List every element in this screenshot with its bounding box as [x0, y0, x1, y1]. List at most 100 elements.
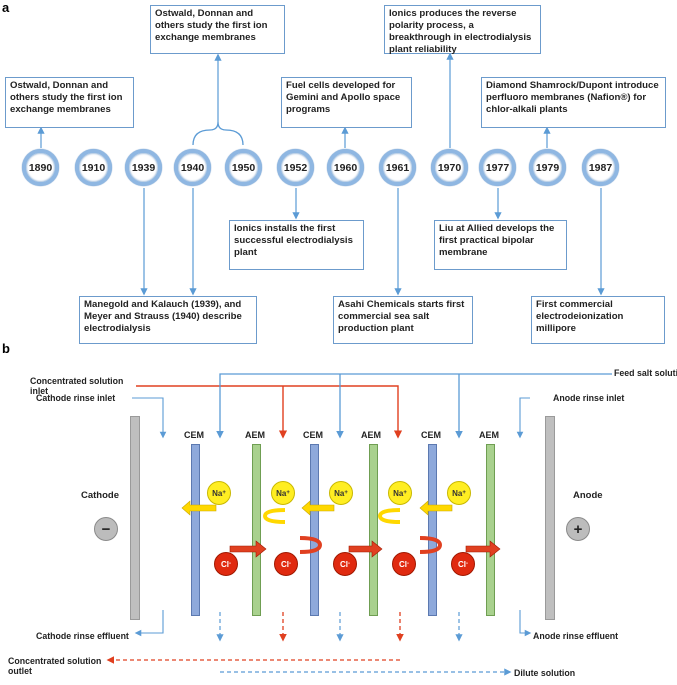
concentrated-outlet-label: Concentrated solution outlet [8, 656, 102, 676]
cathode-label: Cathode [81, 490, 119, 501]
cl-ion-4: Cl- [392, 552, 416, 576]
membrane-label-1: CEM [184, 430, 204, 440]
na-ion-2-charge: + [286, 490, 290, 496]
membrane-aem-1 [252, 444, 261, 616]
na-ion-5: Na+ [447, 481, 471, 505]
na-ion-1: Na+ [207, 481, 231, 505]
anode-rinse-effluent-line [519, 610, 532, 637]
membrane-label-3: CEM [303, 430, 323, 440]
event-1890-box: Ostwald, Donnan and others study the fir… [5, 77, 134, 128]
cl-curved-arrow-2 [419, 536, 443, 554]
membrane-label-4: AEM [361, 430, 381, 440]
na-ion-1-charge: + [222, 490, 226, 496]
year-circle-1970: 1970 [431, 149, 468, 186]
cl-ion-2: Cl- [274, 552, 298, 576]
cathode-rinse-inlet-line [132, 397, 167, 439]
cathode-rinse-effluent-line [134, 610, 164, 637]
event-1970-text: Ionics produces the reverse polarity pro… [389, 8, 532, 55]
cl-ion-4-charge: - [407, 561, 409, 567]
cl-ion-1: Cl- [214, 552, 238, 576]
year-circle-1961: 1961 [379, 149, 416, 186]
event-1952-text: Ionics installs the first successful ele… [234, 223, 353, 258]
dilute-solution-label: Dilute solution [514, 668, 576, 678]
na-arrow-2 [301, 500, 335, 516]
year-circle-1979: 1979 [529, 149, 566, 186]
na-ion-3: Na+ [329, 481, 353, 505]
cathode-rinse-effluent-label: Cathode rinse effluent [36, 631, 129, 641]
anode-rinse-effluent-label: Anode rinse effluent [533, 631, 619, 641]
na-ion-1-text: Na [212, 488, 223, 498]
membrane-aem-2 [369, 444, 378, 616]
year-circle-1960: 1960 [327, 149, 364, 186]
event-1970-box: Ionics produces the reverse polarity pro… [384, 5, 541, 55]
na-ion-4-charge: + [403, 490, 407, 496]
cl-ion-2-text: Cl [281, 559, 289, 569]
event-1977-box: Liu at Allied develops the first practic… [434, 220, 567, 270]
cl-ion-3-text: Cl [340, 559, 348, 569]
na-ion-2: Na+ [271, 481, 295, 505]
event-1960-text: Fuel cells developed for Gemini and Apol… [286, 80, 401, 115]
cl-ion-2-charge: - [289, 561, 291, 567]
event-1979-text: Diamond Shamrock/Dupont introduce perflu… [486, 80, 659, 115]
year-circle-1977: 1977 [479, 149, 516, 186]
panel-a-label: a [2, 0, 10, 15]
event-1890-text: Ostwald, Donnan and others study the fir… [10, 80, 123, 115]
cl-ion-1-charge: - [229, 561, 231, 567]
membrane-aem-3 [486, 444, 495, 616]
event-1952-box: Ionics installs the first successful ele… [229, 220, 364, 270]
event-1987-box: First commercial electrodeionization mil… [531, 296, 665, 344]
na-ion-4: Na+ [388, 481, 412, 505]
event-1987-text: First commercial electrodeionization mil… [536, 299, 624, 334]
cl-ion-5-charge: - [466, 561, 468, 567]
anode-label: Anode [573, 490, 603, 501]
concentrated-inlet-line [136, 385, 403, 439]
year-circle-1890: 1890 [22, 149, 59, 186]
anode-rinse-inlet-label: Anode rinse inlet [553, 393, 625, 403]
event-1960-box: Fuel cells developed for Gemini and Apol… [281, 77, 412, 128]
cl-curved-arrow-1 [299, 536, 323, 554]
cl-arrow-2 [348, 540, 383, 558]
year-circle-1952: 1952 [277, 149, 314, 186]
concentrated-inlet-label: Concentrated solution inlet [30, 376, 124, 396]
cl-ion-4-text: Cl [399, 559, 407, 569]
na-ion-2-text: Na [276, 488, 287, 498]
year-circle-1910: 1910 [75, 149, 112, 186]
na-arrow-3 [419, 500, 453, 516]
event-1940-1950-box: Ostwald, Donnan and others study the fir… [150, 5, 285, 54]
membrane-cem-2 [310, 444, 319, 616]
cathode-minus-icon: − [94, 517, 118, 541]
event-1977-text: Liu at Allied develops the first practic… [439, 223, 555, 258]
event-1961-text: Asahi Chemicals starts first commercial … [338, 299, 465, 334]
cl-arrow-1 [229, 540, 267, 558]
na-ion-5-charge: + [462, 490, 466, 496]
cl-ion-3: Cl- [333, 552, 357, 576]
year-circle-1950: 1950 [225, 149, 262, 186]
na-ion-3-text: Na [334, 488, 345, 498]
feed-salt-label: Feed salt solution [614, 368, 677, 378]
cl-arrow-3 [465, 540, 501, 558]
membrane-cem-1 [191, 444, 200, 616]
anode-plus-icon: + [566, 517, 590, 541]
event-1979-box: Diamond Shamrock/Dupont introduce perflu… [481, 77, 666, 128]
na-curved-arrow-2 [377, 508, 401, 524]
anode-plate [545, 416, 555, 620]
cl-ion-5-text: Cl [458, 559, 466, 569]
cl-ion-1-text: Cl [221, 559, 229, 569]
na-ion-3-charge: + [344, 490, 348, 496]
na-ion-5-text: Na [452, 488, 463, 498]
panel-b-label: b [2, 341, 10, 356]
year-circle-1987: 1987 [582, 149, 619, 186]
na-arrow-1 [181, 500, 217, 516]
event-1939-1940-box: Manegold and Kalauch (1939), and Meyer a… [79, 296, 257, 344]
na-ion-4-text: Na [393, 488, 404, 498]
event-1939-1940-text: Manegold and Kalauch (1939), and Meyer a… [84, 299, 242, 334]
cl-ion-3-charge: - [348, 561, 350, 567]
cl-ion-5: Cl- [451, 552, 475, 576]
membrane-cem-3 [428, 444, 437, 616]
membrane-label-6: AEM [479, 430, 499, 440]
anode-rinse-inlet-line [516, 397, 530, 439]
year-circle-1940: 1940 [174, 149, 211, 186]
